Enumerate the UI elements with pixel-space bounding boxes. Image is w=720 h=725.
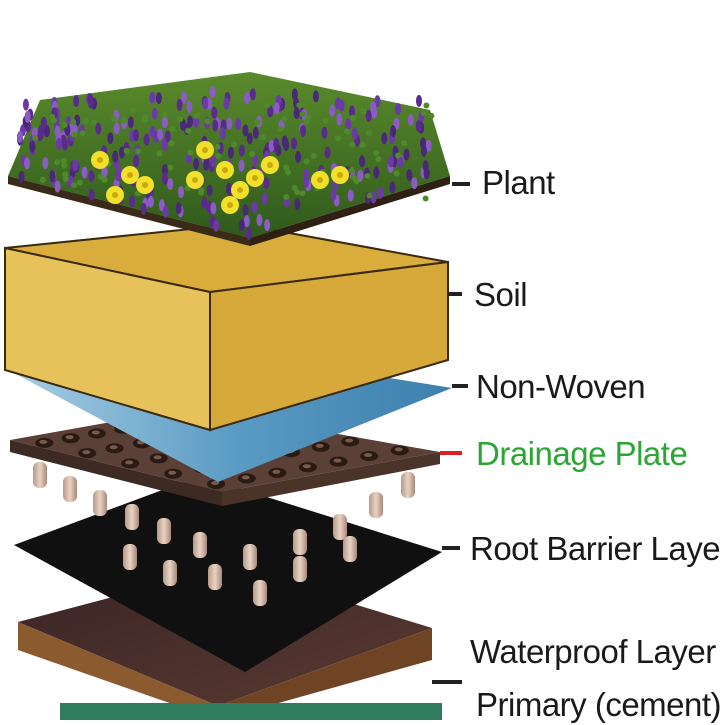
label-soil: Soil: [474, 276, 528, 313]
drainage-pegs: [33, 462, 415, 606]
label-non-woven: Non-Woven: [476, 368, 646, 405]
plant-mat: [8, 72, 450, 246]
soil-block: [4, 222, 449, 432]
label-waterproof: Waterproof Layer: [470, 633, 716, 670]
leader-lines: [432, 182, 470, 684]
label-drainage-plate: Drainage Plate: [476, 435, 688, 472]
label-root-barrier: Root Barrier Layer: [470, 530, 720, 567]
label-plant: Plant: [482, 164, 555, 201]
label-primary-cement: Primary (cement): [476, 686, 720, 723]
bottom-bar: [60, 703, 442, 720]
